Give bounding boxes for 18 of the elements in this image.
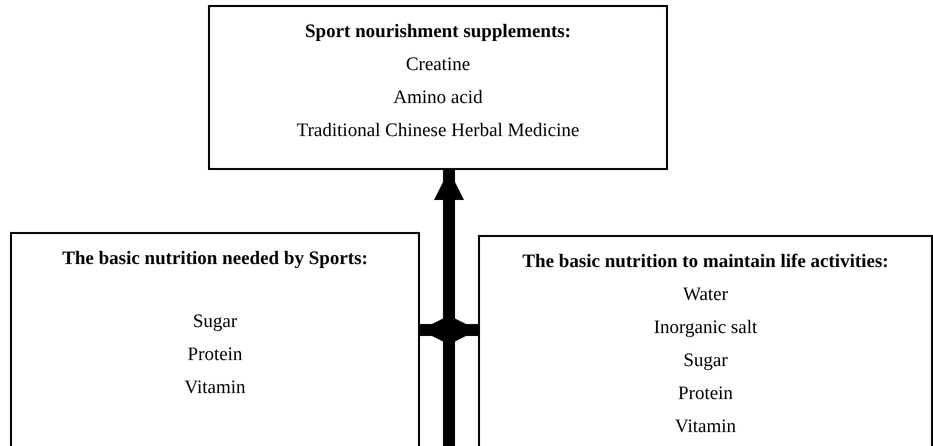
- list-item: Protein: [186, 343, 244, 367]
- box-heading: The basic nutrition needed by Sports:: [61, 247, 369, 271]
- text-box: [478, 235, 933, 446]
- arrow: [434, 170, 464, 446]
- list-item: Amino acid: [392, 86, 484, 110]
- box-heading: Sport nourishment supplements:: [304, 20, 572, 44]
- list-item: Sugar: [682, 349, 729, 373]
- list-item: Traditional Chinese Herbal Medicine: [296, 119, 580, 143]
- text-box: [10, 232, 420, 446]
- text-box: [208, 5, 668, 170]
- box-heading: The basic nutrition to maintain life activities:: [521, 250, 890, 274]
- list-item: Vitamin: [183, 376, 247, 400]
- list-item: Protein: [677, 382, 734, 406]
- list-item: Inorganic salt: [652, 316, 758, 340]
- list-item: Creatine: [404, 53, 472, 77]
- list-item: Vitamin: [674, 415, 738, 439]
- list-item: Water: [682, 283, 729, 307]
- list-item: Sugar: [192, 310, 238, 334]
